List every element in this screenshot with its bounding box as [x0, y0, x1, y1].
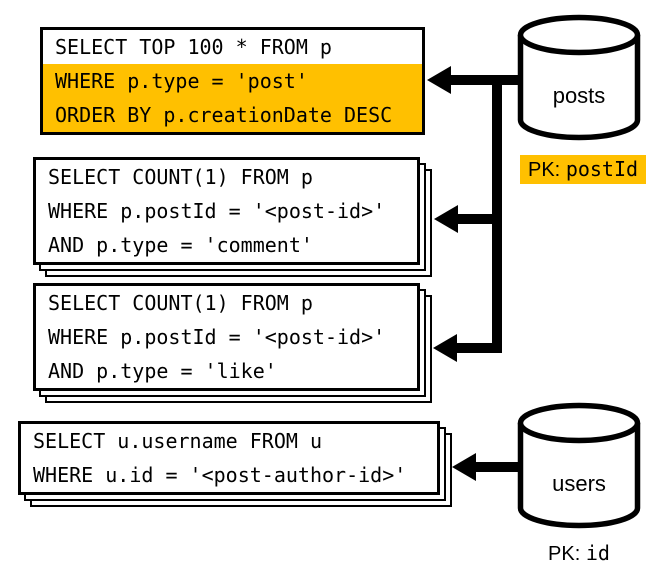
sql-line-highlighted: WHERE p.type = 'post' [43, 64, 422, 98]
author-username-query-card: SELECT u.username FROM u WHERE u.id = '<… [18, 421, 440, 495]
like-count-query-card: SELECT COUNT(1) FROM p WHERE p.postId = … [33, 283, 420, 391]
sql-line: SELECT u.username FROM u [33, 429, 322, 453]
posts-database: posts [517, 14, 641, 145]
top-posts-query-card: SELECT TOP 100 * FROM p WHERE p.type = '… [40, 27, 425, 135]
database-icon [517, 402, 641, 529]
arrow-left-icon [434, 205, 458, 233]
users-pk-label: PK: id [505, 541, 653, 566]
pk-field: id [585, 541, 610, 565]
users-database: users [517, 402, 641, 533]
sql-line: SELECT COUNT(1) FROM p [48, 165, 313, 189]
pk-prefix: PK: [528, 159, 561, 181]
posts-db-label: posts [552, 83, 606, 108]
arrow-posts-to-top-query [448, 75, 518, 85]
sql-line: WHERE p.postId = '<post-id>' [48, 199, 386, 223]
sql-line: SELECT TOP 100 * FROM p [55, 35, 332, 59]
sql-line: WHERE u.id = '<post-author-id>' [33, 463, 407, 487]
sql-line: WHERE p.postId = '<post-id>' [48, 325, 386, 349]
arrow-left-icon [433, 334, 457, 362]
posts-pk-badge: PK: postId [520, 155, 647, 184]
comment-count-query-card: SELECT COUNT(1) FROM p WHERE p.postId = … [33, 157, 420, 265]
sql-line-highlighted: ORDER BY p.creationDate DESC [43, 98, 422, 132]
sql-line: AND p.type = 'like' [48, 359, 277, 383]
sql-line: AND p.type = 'comment' [48, 233, 313, 257]
arrow-users-to-username-query [474, 462, 518, 472]
pk-field: postId [565, 157, 639, 181]
users-db-label: users [552, 471, 606, 496]
pk-prefix: PK: [548, 543, 581, 565]
arrow-left-icon [452, 453, 476, 481]
database-icon [517, 14, 641, 141]
arrow-posts-to-comment-query [456, 214, 502, 224]
arrow-posts-to-like-query [455, 343, 502, 353]
arrow-left-icon [427, 66, 451, 94]
sql-line: SELECT COUNT(1) FROM p [48, 291, 313, 315]
